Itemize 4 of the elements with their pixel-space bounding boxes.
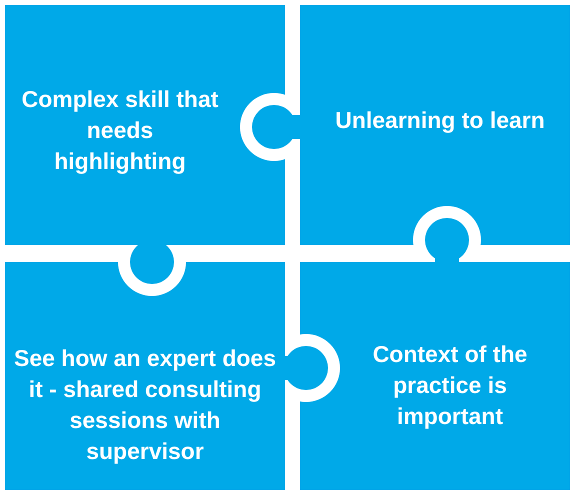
piece-text: See how an expert does it - shared consulting sessions with supervisor [12, 344, 278, 466]
piece-text: Context of the practice is important [372, 340, 528, 431]
piece-text: Complex skill that needs highlighting [20, 84, 220, 176]
piece-text: Unlearning to learn [335, 106, 545, 135]
